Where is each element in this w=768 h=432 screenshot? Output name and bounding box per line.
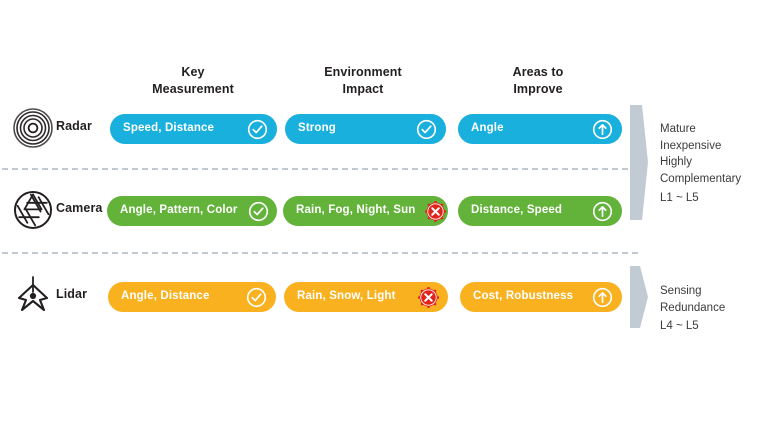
note-lidar: Sensing Redundance L4 ~ L5	[660, 283, 766, 335]
column-header-areas-to-improve: Areas to Improve	[453, 64, 623, 97]
pill-radar-areas-to-improve[interactable]: Angle	[458, 114, 622, 144]
lidar-beam-icon	[10, 272, 56, 320]
row-lidar: Lidar Angle, Distance Rain, Snow, Light	[0, 272, 768, 322]
pill-text: Rain, Fog, Night, Sun	[296, 204, 416, 217]
column-header-line1: Environment	[324, 65, 402, 79]
column-header-environment-impact: Environment Impact	[278, 64, 448, 97]
pill-lidar-environment-impact[interactable]: Rain, Snow, Light	[284, 282, 448, 312]
column-header-line2: Measurement	[152, 81, 234, 96]
row-camera: Camera Angle, Pattern, Color Rain, Fog, …	[0, 186, 768, 236]
pill-camera-areas-to-improve[interactable]: Distance, Speed	[458, 196, 622, 226]
pill-text: Angle, Distance	[121, 290, 210, 303]
check-icon	[248, 201, 269, 222]
grouping-arrow-radar-camera-icon	[628, 105, 650, 220]
sensor-label-lidar: Lidar	[56, 287, 88, 301]
pill-text: Strong	[298, 122, 336, 135]
sensor-label-camera: Camera	[56, 201, 103, 215]
note-radar-camera: Mature Inexpensive Highly Complementary …	[660, 121, 766, 206]
grouping-arrow-lidar-icon	[628, 266, 650, 328]
pill-text: Rain, Snow, Light	[297, 290, 396, 303]
row-radar: Radar Speed, Distance Strong	[0, 104, 768, 154]
row-divider-radar-camera	[2, 168, 638, 170]
pill-camera-key-measurement[interactable]: Angle, Pattern, Color	[107, 196, 277, 226]
column-header-key-measurement: Key Measurement	[108, 64, 278, 97]
arrow-up-icon	[592, 201, 613, 222]
pill-text: Speed, Distance	[123, 122, 215, 135]
arrow-up-icon	[592, 119, 613, 140]
x-cross-icon	[418, 286, 439, 308]
column-header-line2: Improve	[513, 81, 563, 96]
check-icon	[246, 287, 267, 308]
pill-text: Distance, Speed	[471, 204, 563, 217]
camera-aperture-icon	[10, 186, 56, 234]
note-line: Sensing	[660, 285, 702, 297]
pill-text: Cost, Robustness	[473, 290, 574, 303]
row-divider-camera-lidar	[2, 252, 638, 254]
note-line: Mature	[660, 123, 696, 135]
pill-lidar-key-measurement[interactable]: Angle, Distance	[108, 282, 276, 312]
column-header-line2: Impact	[342, 81, 384, 96]
note-line: Highly	[660, 156, 692, 169]
pill-radar-environment-impact[interactable]: Strong	[285, 114, 446, 144]
sensor-label-radar: Radar	[56, 119, 92, 133]
note-line: Complementary	[660, 173, 742, 186]
pill-camera-environment-impact[interactable]: Rain, Fog, Night, Sun	[283, 196, 448, 226]
note-line: Inexpensive	[660, 139, 722, 152]
column-header-line1: Areas to	[512, 65, 564, 79]
pill-radar-key-measurement[interactable]: Speed, Distance	[110, 114, 277, 144]
x-cross-icon	[425, 200, 447, 222]
note-autonomy-level: L1 ~ L5	[660, 191, 699, 204]
note-autonomy-level: L4 ~ L5	[660, 320, 699, 333]
radar-waves-icon	[10, 104, 56, 152]
check-icon	[247, 119, 268, 140]
pill-lidar-areas-to-improve[interactable]: Cost, Robustness	[460, 282, 622, 312]
arrow-up-icon	[592, 287, 613, 308]
note-line: Redundance	[660, 301, 726, 314]
pill-text: Angle, Pattern, Color	[120, 204, 238, 217]
pill-text: Angle	[471, 122, 504, 135]
column-header-line1: Key	[181, 65, 205, 79]
check-icon	[416, 119, 437, 140]
